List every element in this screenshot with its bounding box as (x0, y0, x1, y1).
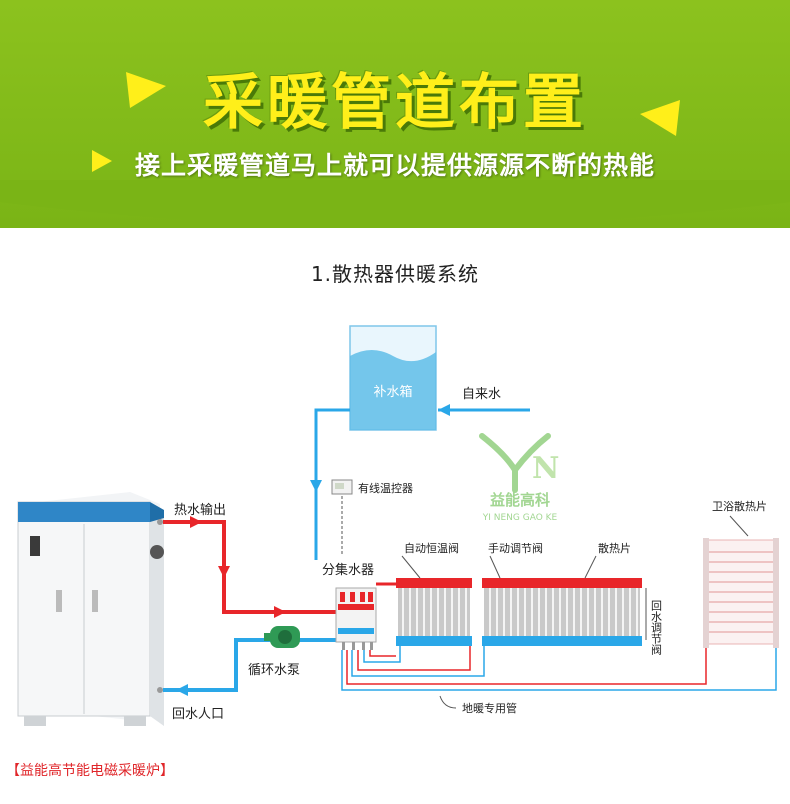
return-valve-label: 回水调节阀 (650, 600, 663, 656)
hot-right-arrow-icon (274, 606, 286, 618)
pump-label: 循环水泵 (248, 663, 300, 678)
subtitle-triangle-icon (92, 150, 112, 172)
floor-pipe-label: 地暖专用管 (462, 701, 517, 715)
manifold-label: 分集水器 (322, 562, 374, 578)
hot-out-arrow-icon (190, 516, 202, 528)
hot-water-pipe (163, 520, 338, 614)
bath-radiator: 卫浴散热片 (703, 499, 779, 648)
manual-valve-label: 手动调节阀 (488, 541, 543, 555)
triangle-left-icon (126, 72, 166, 108)
return-arrow-icon (176, 684, 188, 696)
water-tank: 补水箱 (349, 325, 437, 431)
manifold: 分集水器 (322, 562, 377, 650)
product-caption: 【益能高节能电磁采暖炉】 (6, 762, 174, 779)
triangle-right-icon (640, 100, 680, 136)
tank-feed-pipe (314, 408, 350, 560)
thermostat: 有线温控器 (331, 479, 413, 556)
bath-radiator-label: 卫浴散热片 (712, 499, 767, 513)
tap-water-label: 自来水 (462, 387, 501, 402)
return-in-label: 回水人口 (172, 707, 224, 722)
floor-heating-pipes (341, 646, 777, 691)
water-tank-label: 补水箱 (373, 384, 412, 400)
logo-pinyin: YI NENG GAO KE (482, 513, 558, 523)
page-title: 采暖管道布置 (203, 68, 587, 138)
circulation-pump: 循环水泵 (248, 626, 300, 678)
logo-name: 益能高科 (490, 491, 550, 509)
auto-valve-label: 自动恒温阀 (404, 541, 459, 555)
svg-text:N: N (532, 451, 559, 486)
banner-wave (0, 180, 790, 226)
radiator-1 (396, 578, 472, 646)
return-valve: 回水调节阀 (645, 588, 663, 656)
radiator-fins (402, 588, 638, 636)
hot-down-arrow-icon (218, 566, 230, 578)
radiator-2 (482, 578, 642, 646)
page-subtitle: 接上采暖管道马上就可以提供源源不断的热能 (134, 151, 655, 180)
diagram-title: 1.散热器供暖系统 (310, 262, 480, 286)
brand-logo: N 益能高科 YI NENG GAO KE (479, 433, 559, 523)
tank-feed-arrow-icon (310, 480, 322, 492)
tap-water-arrow-icon (438, 404, 450, 416)
thermostat-label: 有线温控器 (358, 481, 413, 495)
radiator-label: 散热片 (598, 541, 631, 555)
boiler (17, 492, 164, 726)
hot-out-label: 热水输出 (174, 502, 226, 518)
